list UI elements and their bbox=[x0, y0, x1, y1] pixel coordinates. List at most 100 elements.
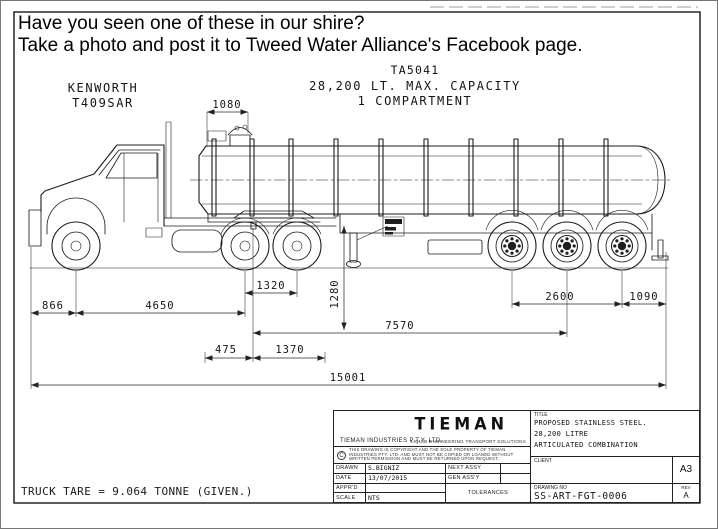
tank-stanchions bbox=[211, 138, 609, 217]
dim-kingpin-to-triaxle: 7570 bbox=[252, 228, 567, 362]
tank-weld-lines bbox=[201, 155, 643, 205]
drawing-title-line-2: 28,200 LITRE bbox=[534, 430, 589, 438]
rev-value: A bbox=[683, 491, 689, 500]
drawing-title-line-1: PROPOSED STAINLESS STEEL. bbox=[534, 419, 647, 427]
drawing-title-line-3: ARTICULATED COMBINATION bbox=[534, 441, 638, 449]
trailer-frame bbox=[339, 213, 653, 251]
drive-guards bbox=[220, 217, 322, 235]
drive-wheel-2 bbox=[272, 221, 322, 271]
front-bumper bbox=[28, 209, 42, 247]
title-block: TIEMAN TIEMAN INDUSTRIES P.T.Y. LTD. LIQ… bbox=[333, 410, 700, 503]
revision-cell: REV A bbox=[672, 484, 699, 502]
cab-outline bbox=[40, 144, 165, 227]
svg-text:4650: 4650 bbox=[145, 300, 174, 312]
kingpin bbox=[250, 221, 257, 230]
compartment-label: 1 COMPARTMENT bbox=[358, 94, 473, 108]
fuel-tank bbox=[171, 229, 223, 253]
title-block-right: TITLE PROPOSED STAINLESS STEEL. 28,200 L… bbox=[531, 411, 699, 502]
svg-text:1280: 1280 bbox=[329, 279, 341, 308]
dim-rear-overhang: 1090 bbox=[622, 252, 667, 389]
windshield bbox=[98, 149, 161, 176]
dim-triaxle-spread: 2600 bbox=[511, 271, 623, 337]
banner-line-1: Have you seen one of these in our shire? bbox=[18, 13, 365, 34]
cab-step bbox=[145, 227, 163, 238]
trailer-tare-note: TRAILER TARE = 6.06 TONNE (ACT.) bbox=[21, 527, 253, 529]
truck-prime-mover bbox=[28, 121, 337, 271]
client-row: CLIENT A3 bbox=[531, 456, 699, 484]
next-assy-label: NEXT ASSY bbox=[446, 463, 501, 473]
svg-text:1320: 1320 bbox=[256, 280, 285, 292]
vehicle-make-label: KENWORTH bbox=[68, 81, 139, 95]
svg-text:1370: 1370 bbox=[275, 344, 304, 356]
gen-assy-label: GEN ASS'Y bbox=[446, 472, 501, 483]
apprd-value bbox=[366, 482, 446, 493]
company-name: TIEMAN INDUSTRIES P.T.Y. LTD. bbox=[340, 438, 443, 444]
svg-text:15001: 15001 bbox=[330, 372, 367, 384]
drawn-value: S.BIGNIZ bbox=[366, 463, 446, 473]
copyright-icon: C bbox=[337, 450, 346, 460]
gooseneck-apron bbox=[207, 213, 321, 223]
dimensions: 1080 1320 866 4650 2600 bbox=[30, 99, 667, 389]
banner-line-2: Take a photo and post it to Tweed Water … bbox=[18, 35, 583, 56]
gen-assy-value bbox=[501, 472, 530, 483]
apprd-label: APPR'D bbox=[334, 482, 366, 493]
company-tagline: LIQUID ENGINEERING TRANSPORT SOLUTIONS bbox=[410, 439, 526, 444]
client-label: CLIENT bbox=[534, 457, 552, 464]
trailer-wheel-2 bbox=[542, 221, 592, 271]
scale-value: NTS bbox=[366, 492, 446, 502]
svg-text:1080: 1080 bbox=[212, 99, 241, 111]
company-header: TIEMAN TIEMAN INDUSTRIES P.T.Y. LTD. LIQ… bbox=[334, 411, 530, 446]
svg-text:7570: 7570 bbox=[385, 320, 414, 332]
vehicle-model-label: T409SAR bbox=[72, 96, 134, 110]
door-window bbox=[105, 152, 158, 179]
sheet-border bbox=[13, 11, 701, 504]
trailer-wheel-3 bbox=[597, 221, 647, 271]
dim-front-overhang: 866 bbox=[30, 247, 77, 389]
fifth-wheel bbox=[233, 210, 315, 219]
svg-text:475: 475 bbox=[215, 344, 237, 356]
drawing-no-label: DRAWING NO bbox=[534, 485, 567, 491]
next-assy-value bbox=[501, 463, 530, 473]
copyright-strip: C THIS DRAWING IS COPYRIGHT AND THE SOLE… bbox=[334, 446, 530, 463]
sheet-size: A3 bbox=[672, 456, 699, 483]
dim-overall-length: 15001 bbox=[31, 372, 666, 388]
manhole-hatch bbox=[207, 124, 253, 147]
rev-label: REV bbox=[681, 485, 691, 490]
landing-gear bbox=[346, 225, 389, 268]
dim-kingpin-lead: 475 bbox=[204, 344, 253, 363]
company-logo: TIEMAN bbox=[414, 413, 508, 434]
dim-wheelbase: 4650 bbox=[76, 300, 245, 316]
banner: Have you seen one of these in our shire?… bbox=[18, 13, 582, 57]
front-fender bbox=[46, 197, 106, 235]
title-block-left: TIEMAN TIEMAN INDUSTRIES P.T.Y. LTD. LIQ… bbox=[334, 411, 531, 502]
copyright-text: THIS DRAWING IS COPYRIGHT AND THE SOLE P… bbox=[349, 446, 514, 462]
drawing-no-value: SS-ART-FGT-0006 bbox=[534, 491, 628, 502]
date-value: 13/07/2015 bbox=[366, 472, 446, 483]
tanker-trailer bbox=[189, 124, 673, 271]
triaxle-guards bbox=[485, 210, 649, 231]
drawing-number-cell: DRAWING NO SS-ART-FGT-0006 bbox=[531, 484, 672, 502]
placard-box bbox=[382, 216, 405, 237]
tare-notes: TRUCK TARE = 9.064 TONNE (GIVEN.) TRAILE… bbox=[21, 457, 253, 529]
dim-kingpin-trail: 1370 bbox=[253, 344, 326, 363]
title-block-grid: DRAWN S.BIGNIZ NEXT ASSY DATE 13/07/2015… bbox=[334, 463, 530, 502]
trailer-wheel-1 bbox=[487, 221, 537, 271]
svg-text:866: 866 bbox=[42, 300, 64, 312]
drawing-labels: TA5041 28,200 LT. MAX. CAPACITY 1 COMPAR… bbox=[68, 63, 520, 110]
date-label: DATE bbox=[334, 472, 366, 483]
svg-text:2600: 2600 bbox=[545, 291, 574, 303]
dim-hatch-offset: 1080 bbox=[206, 99, 249, 147]
title-label: TITLE bbox=[534, 412, 548, 418]
dim-tandem-spread: 1320 bbox=[244, 271, 298, 317]
drawing-number-row: DRAWING NO SS-ART-FGT-0006 REV A bbox=[531, 484, 699, 502]
front-wheel bbox=[51, 221, 101, 271]
scale-label: SCALE bbox=[334, 492, 366, 502]
svg-text:1090: 1090 bbox=[629, 291, 658, 303]
dim-turntable-height: 1280 bbox=[329, 226, 347, 330]
drawn-label: DRAWN bbox=[334, 463, 366, 473]
exhaust-stack bbox=[165, 121, 172, 219]
toolbox bbox=[427, 239, 483, 255]
unit-code-label: TA5041 bbox=[391, 63, 440, 77]
tolerances-label: TOLERANCES bbox=[446, 482, 530, 503]
